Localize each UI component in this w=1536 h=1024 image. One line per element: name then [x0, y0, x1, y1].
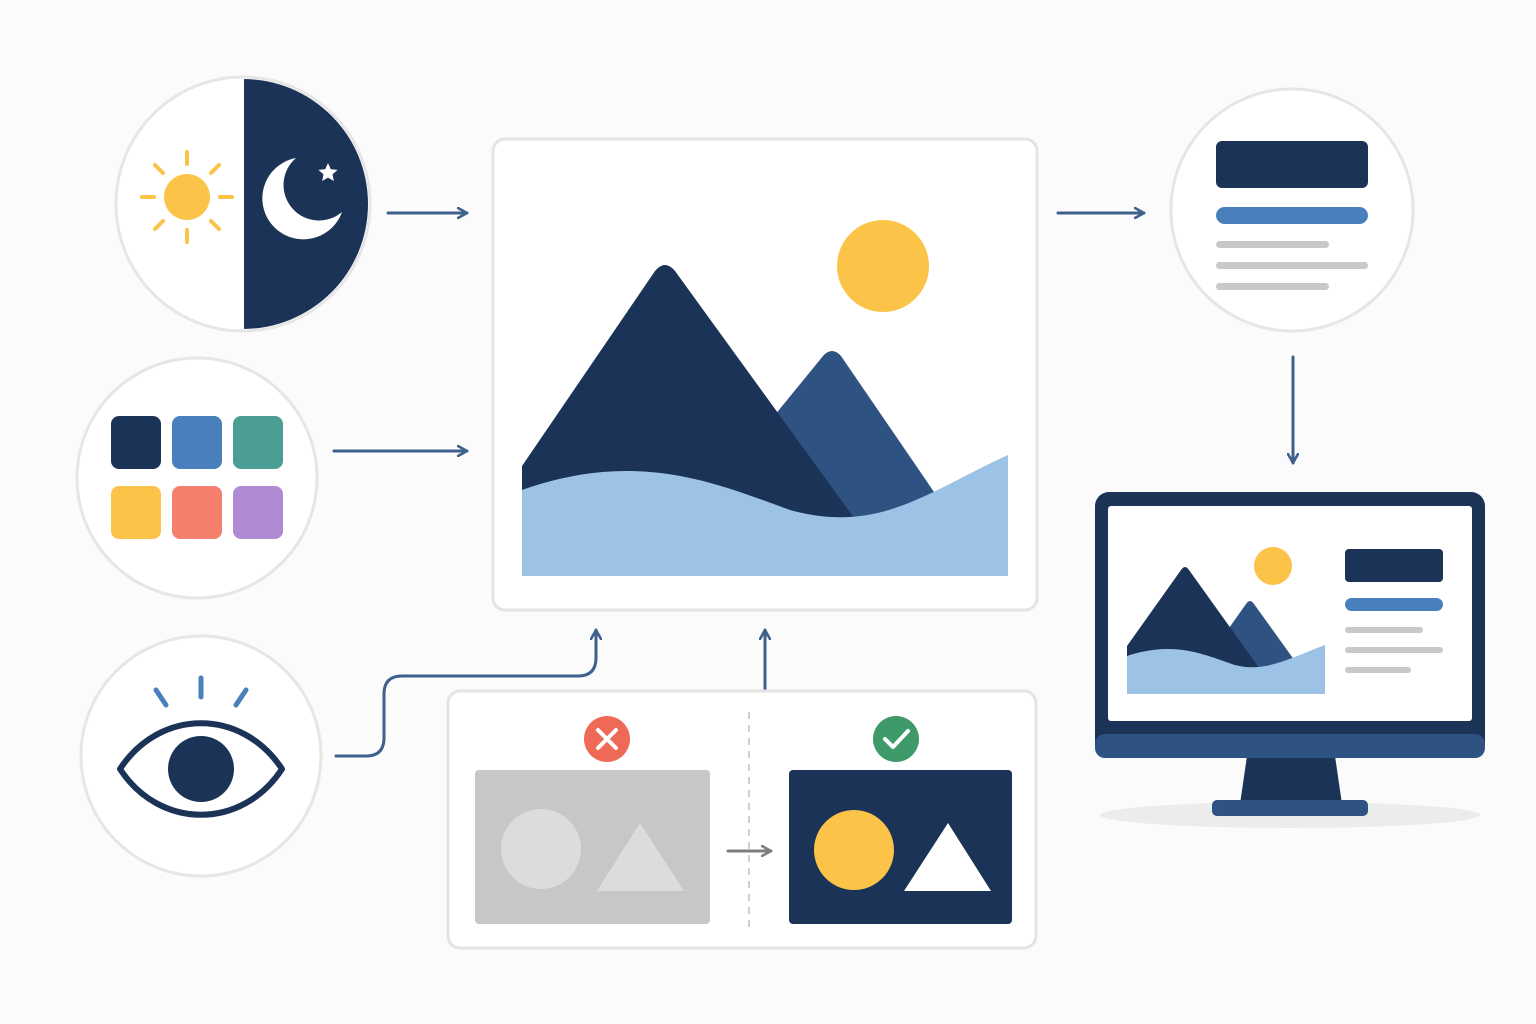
color-swatch-purple — [233, 486, 283, 539]
high-contrast-example — [789, 770, 1012, 924]
body-line — [1216, 262, 1368, 269]
theme-toggle-circle — [114, 75, 372, 333]
eye-icon — [117, 675, 285, 818]
landscape-image-icon — [522, 220, 1008, 576]
body-line — [1216, 241, 1329, 248]
subheading-bar — [1216, 207, 1368, 224]
color-palette-circle — [75, 356, 319, 600]
visibility-circle — [79, 634, 323, 878]
hero-sun — [837, 220, 929, 312]
heading-block — [1216, 141, 1368, 188]
text-lines-icon — [1216, 141, 1368, 290]
reject-x-icon — [584, 716, 630, 762]
hero-image-card — [491, 137, 1039, 612]
sun-icon — [140, 150, 234, 244]
accept-check-icon — [873, 716, 919, 762]
text-content-circle — [1169, 87, 1415, 333]
star-icon — [318, 163, 338, 181]
low-contrast-example — [475, 770, 710, 924]
desktop-monitor-icon — [1095, 492, 1485, 828]
body-line — [1216, 283, 1329, 290]
color-swatch-yellow — [111, 486, 161, 539]
contrast-check-panel — [446, 689, 1038, 950]
color-swatch-blue — [172, 416, 222, 469]
visibility-to-image-arrow — [334, 628, 596, 758]
screen-landscape-image — [1127, 547, 1325, 694]
screen-text-lines — [1345, 549, 1443, 673]
monitor-stand — [1240, 756, 1342, 804]
hero-mountain-front — [522, 265, 870, 540]
monitor-chin — [1095, 734, 1485, 758]
hero-water — [522, 455, 1008, 576]
color-swatch-coral — [172, 486, 222, 539]
monitor-base — [1212, 800, 1368, 816]
input-arrows — [332, 213, 765, 758]
color-swatch-navy — [111, 416, 161, 469]
crescent-moon-icon — [262, 158, 342, 240]
color-swatch-teal — [233, 416, 283, 469]
